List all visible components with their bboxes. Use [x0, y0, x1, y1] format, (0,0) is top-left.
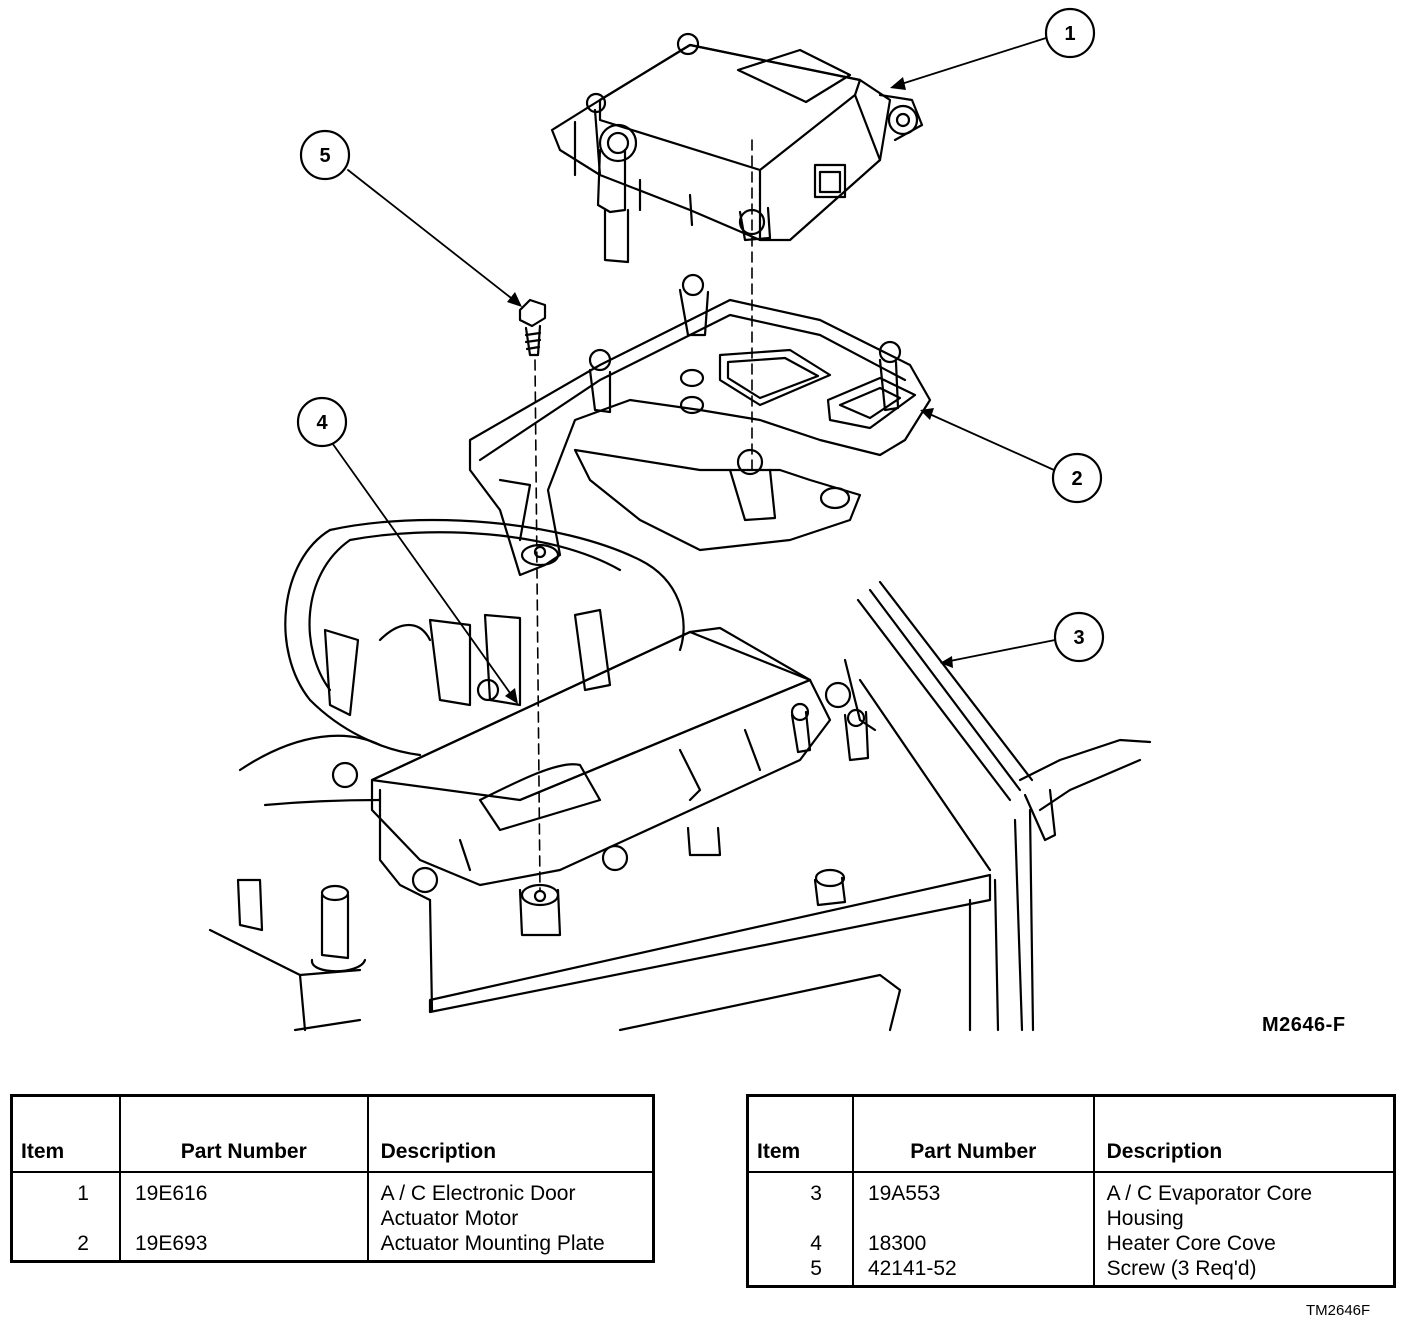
table-row: 5 42141-52 Screw (3 Req'd): [746, 1256, 1396, 1287]
table-row: 3 19A553 A / C Evaporator Core Housing: [746, 1172, 1396, 1231]
cell-item: 1: [10, 1172, 121, 1231]
header-part-number: Part Number: [851, 1095, 1095, 1173]
header-description: Description: [1092, 1095, 1396, 1173]
footer-code: TM2646F: [1306, 1302, 1371, 1319]
table-header-row: Item Part Number Description: [10, 1095, 655, 1173]
cell-item: 2: [10, 1231, 121, 1262]
figure-code: M2646-F: [1262, 1014, 1346, 1036]
callout-2: 2: [1051, 452, 1103, 504]
mounting-plate-drawing: [468, 273, 932, 577]
header-item: Item: [10, 1095, 121, 1173]
header-item: Item: [746, 1095, 854, 1173]
cell-part-number: 18300: [851, 1231, 1095, 1256]
header-part-number: Part Number: [118, 1095, 369, 1173]
parts-table-right: Item Part Number Description 3 19A553 A …: [746, 1094, 1396, 1288]
svg-text:2: 2: [1071, 468, 1082, 490]
table-row: 1 19E616 A / C Electronic Door Actuator …: [10, 1172, 655, 1231]
cell-part-number: 19A553: [851, 1172, 1095, 1231]
svg-text:5: 5: [319, 145, 330, 167]
cell-description: Actuator Mounting Plate: [366, 1231, 655, 1262]
cell-part-number: 42141-52: [851, 1256, 1095, 1287]
header-description: Description: [366, 1095, 655, 1173]
cell-item: 5: [746, 1256, 854, 1287]
cell-description: A / C Evaporator Core Housing: [1092, 1172, 1396, 1231]
table-row: 4 18300 Heater Core Cove: [746, 1231, 1396, 1256]
exploded-view-diagram: 1 5 4 2 3: [208, 7, 1152, 1032]
cell-description: Screw (3 Req'd): [1092, 1256, 1396, 1287]
leader-arrowheads: [505, 77, 953, 704]
callout-3: 3: [1053, 611, 1105, 663]
cell-description: A / C Electronic Door Actuator Motor: [366, 1172, 655, 1231]
svg-text:3: 3: [1073, 627, 1084, 649]
evaporator-housing-drawing: [208, 580, 1152, 1032]
actuator-motor-drawing: [550, 32, 924, 264]
leader-lines: [329, 37, 1056, 701]
cell-item: 4: [746, 1231, 854, 1256]
cell-description: Heater Core Cove: [1092, 1231, 1396, 1256]
cell-part-number: 19E616: [118, 1172, 369, 1231]
table-header-row: Item Part Number Description: [746, 1095, 1396, 1173]
cell-part-number: 19E693: [118, 1231, 369, 1262]
screw-drawing: [518, 298, 547, 357]
callout-5: 5: [299, 129, 351, 181]
svg-text:4: 4: [316, 412, 328, 434]
heater-core-cover-drawing: [284, 518, 870, 902]
parts-table-left: Item Part Number Description 1 19E616 A …: [10, 1094, 655, 1263]
table-row: 2 19E693 Actuator Mounting Plate: [10, 1231, 655, 1262]
cell-item: 3: [746, 1172, 854, 1231]
callout-4: 4: [296, 396, 348, 448]
callout-1: 1: [1044, 7, 1096, 59]
assembly-guide-lines: [534, 139, 753, 891]
svg-text:1: 1: [1064, 23, 1075, 45]
